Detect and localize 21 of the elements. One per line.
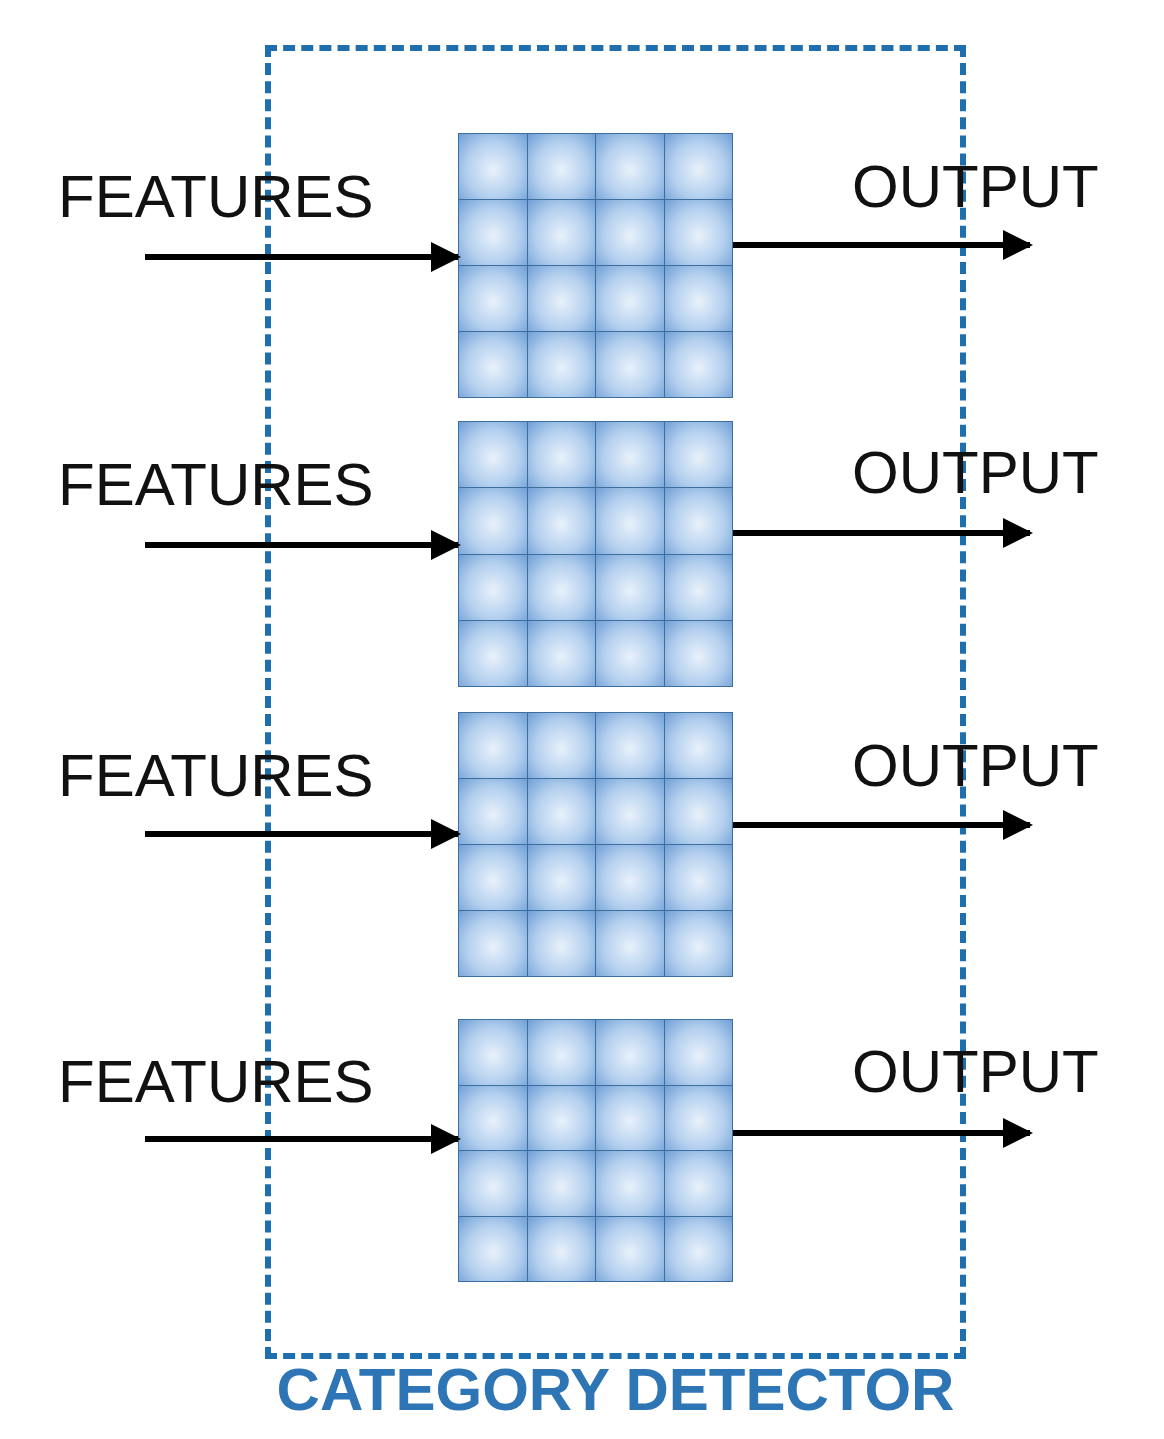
arrow [733, 518, 1033, 548]
edge-label: OUTPUT [852, 157, 1099, 217]
matrix-grid [458, 133, 733, 398]
edge-label: FEATURES [58, 1052, 374, 1112]
edge-label: FEATURES [58, 746, 374, 806]
arrow [733, 810, 1033, 840]
edge-label: FEATURES [58, 455, 374, 515]
matrix-grid [458, 1019, 733, 1282]
arrow [733, 1118, 1033, 1148]
edge-label: OUTPUT [852, 443, 1099, 503]
arrow [733, 230, 1033, 260]
edge-label: FEATURES [58, 167, 374, 227]
arrow [145, 530, 461, 560]
group-title: CATEGORY DETECTOR [275, 1355, 956, 1424]
arrow [145, 1124, 461, 1154]
matrix-grid [458, 421, 733, 687]
edge-label: OUTPUT [852, 736, 1099, 796]
arrow [145, 242, 461, 272]
arrow [145, 819, 461, 849]
edge-label: OUTPUT [852, 1042, 1099, 1102]
matrix-grid [458, 712, 733, 977]
